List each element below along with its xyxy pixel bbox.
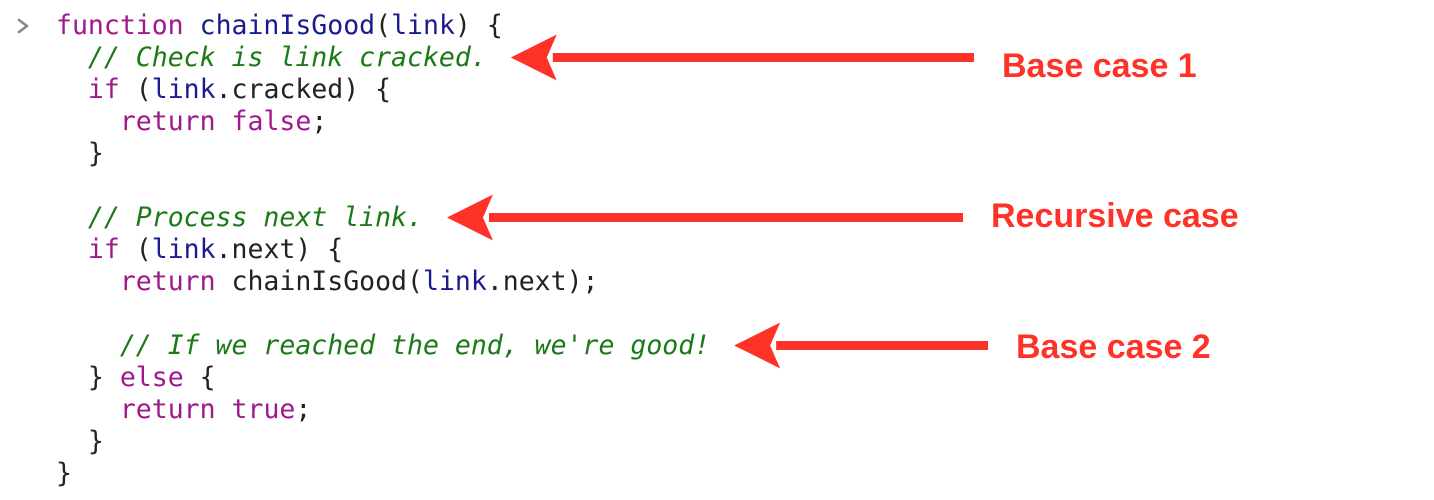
code-token-punc: } <box>56 362 120 393</box>
code-line: return false; <box>56 106 710 138</box>
code-token-id: link <box>151 74 216 105</box>
code-token-comment: // Process next link. <box>87 202 423 233</box>
code-line: // Check is link cracked. <box>56 42 710 74</box>
code-line: } <box>56 458 710 490</box>
code-token-punc <box>56 74 88 105</box>
code-token-punc <box>56 106 120 137</box>
code-token-punc: } <box>56 138 104 169</box>
code-token-id: chainIsGood <box>199 10 376 41</box>
code-token-punc <box>216 106 232 137</box>
annotation-recursive-case: Recursive case <box>991 197 1239 235</box>
arrow-head-icon <box>734 322 781 369</box>
annotation-base-case-1: Base case 1 <box>1002 47 1197 85</box>
code-token-kw: return <box>119 394 216 425</box>
code-token-punc: ; <box>311 106 328 137</box>
code-token-punc: chainIsGood( <box>215 266 423 297</box>
code-line: if (link.next) { <box>56 234 710 266</box>
code-token-kw: if <box>87 234 120 265</box>
code-line <box>56 170 710 202</box>
code-token-id: link <box>151 234 216 265</box>
code-line: return true; <box>56 394 710 426</box>
code-token-lit: true <box>231 394 296 425</box>
code-token-id: link <box>391 10 455 41</box>
code-line: // Process next link. <box>56 202 710 234</box>
code-token-punc: ) { <box>454 10 503 41</box>
code-line: return chainIsGood(link.next); <box>56 266 710 298</box>
code-token-kw: if <box>87 74 120 105</box>
code-line: // If we reached the end, we're good! <box>56 330 710 362</box>
chevron-right-icon <box>17 18 29 34</box>
code-line: } else { <box>56 362 710 394</box>
annotation-base-case-2: Base case 2 <box>1016 328 1211 366</box>
code-token-punc <box>56 202 88 233</box>
code-token-punc: ( <box>119 234 152 265</box>
code-token-punc: } <box>56 458 72 489</box>
code-line: if (link.cracked) { <box>56 74 710 106</box>
code-token-punc: } <box>56 426 104 457</box>
code-token-punc: .next) { <box>215 234 344 265</box>
code-token-id: link <box>422 266 487 297</box>
code-token-kw: else <box>119 362 184 393</box>
code-token-punc <box>56 330 120 361</box>
code-token-comment: // Check is link cracked. <box>87 42 487 73</box>
code-token-kw: function <box>56 10 184 41</box>
code-token-lit: false <box>231 106 312 137</box>
code-line <box>56 298 710 330</box>
code-token-punc: .cracked) { <box>215 74 392 105</box>
code-token-punc <box>216 394 232 425</box>
code-token-punc <box>56 266 120 297</box>
code-token-punc <box>184 10 200 41</box>
code-line: } <box>56 426 710 458</box>
code-token-punc: ( <box>375 10 392 41</box>
code-token-punc: ( <box>119 74 152 105</box>
code-token-punc: ; <box>295 394 312 425</box>
code-token-comment: // If we reached the end, we're good! <box>119 330 711 361</box>
code-token-kw: return <box>119 266 216 297</box>
code-token-punc <box>56 394 120 425</box>
code-token-punc: .next); <box>486 266 599 297</box>
code-token-kw: return <box>119 106 216 137</box>
code-line: } <box>56 138 710 170</box>
code-block: function chainIsGood(link) { // Check is… <box>56 10 710 490</box>
code-token-punc <box>56 42 88 73</box>
code-token-punc: { <box>183 362 216 393</box>
code-line: function chainIsGood(link) { <box>56 10 710 42</box>
code-token-punc <box>56 234 88 265</box>
